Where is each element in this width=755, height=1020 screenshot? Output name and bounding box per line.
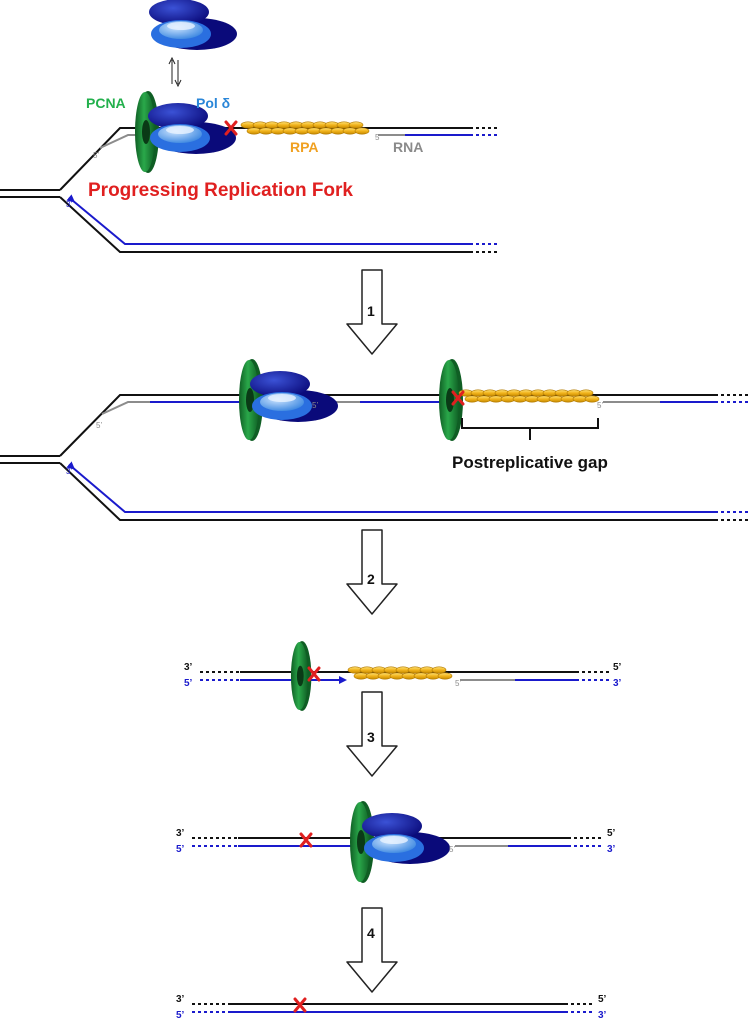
rpa-subunit bbox=[348, 121, 364, 129]
step-1-number: 1 bbox=[367, 303, 375, 319]
five-prime-end: 5’ bbox=[375, 133, 381, 142]
three-prime-end: 3’ bbox=[176, 828, 185, 839]
free-polymerase-icon bbox=[149, 0, 237, 50]
panel-fork: PCNA Pol δ RPA RNA Progressing Replicati… bbox=[0, 0, 500, 253]
five-prime-end: 5’ bbox=[96, 421, 102, 430]
gap-label: Postreplicative gap bbox=[452, 453, 608, 472]
gap-bracket-icon bbox=[461, 418, 599, 440]
five-prime-end: 5’ bbox=[597, 401, 603, 410]
five-prime-end: 5’ bbox=[607, 828, 616, 839]
pcna-icon bbox=[290, 641, 312, 711]
rpa-subunit bbox=[431, 666, 447, 674]
rna-label: RNA bbox=[393, 139, 423, 155]
rpa-subunit bbox=[578, 389, 594, 397]
step-3-number: 3 bbox=[367, 729, 375, 745]
equilibrium-arrows-icon bbox=[168, 56, 182, 88]
three-prime-end: 3’ bbox=[613, 678, 622, 689]
rpa-filament-icon bbox=[347, 666, 453, 680]
five-prime-end: 5’ bbox=[93, 151, 99, 160]
rpa-subunit bbox=[437, 672, 453, 680]
lesion-x-icon bbox=[299, 832, 313, 848]
five-prime-end: 5’ bbox=[598, 994, 607, 1005]
polymerase-icon bbox=[250, 371, 338, 422]
rpa-filament-icon bbox=[240, 121, 370, 135]
step-4-number: 4 bbox=[367, 925, 375, 941]
five-prime-end: 5’ bbox=[176, 1010, 185, 1020]
panel-fill: 3’ 5’ 5’ 3’ 5’ bbox=[176, 801, 616, 883]
step-2-number: 2 bbox=[367, 571, 375, 587]
three-prime-end: 3’ bbox=[607, 844, 616, 855]
rpa-filament-icon bbox=[458, 389, 600, 403]
five-prime-end: 5’ bbox=[449, 845, 455, 854]
fork-title: Progressing Replication Fork bbox=[88, 180, 353, 201]
three-prime-end: 3’ bbox=[598, 1010, 607, 1020]
five-prime-end: 5’ bbox=[312, 401, 318, 410]
step-4-arrow-icon bbox=[346, 907, 398, 993]
leading-template-strand bbox=[59, 196, 470, 253]
pcna-label: PCNA bbox=[86, 95, 126, 111]
five-prime-end: 5’ bbox=[184, 678, 193, 689]
three-prime-end: 3’ bbox=[66, 200, 72, 209]
panel-filled: 3’ 5’ 5’ 3’ bbox=[176, 994, 607, 1020]
three-prime-end: 3’ bbox=[184, 662, 193, 673]
panel-gap: Postreplicative gap 5’ 5’ 5’ 3’ bbox=[0, 359, 750, 521]
rpa-subunit bbox=[354, 127, 370, 135]
parental-duplex bbox=[0, 189, 60, 198]
leading-nascent-strand bbox=[66, 194, 470, 245]
five-prime-end: 5’ bbox=[455, 679, 461, 688]
rpa-label: RPA bbox=[290, 139, 319, 155]
panel-lesion: 3’ 5’ 5’ 3’ 5’ bbox=[184, 641, 622, 711]
five-prime-end: 5’ bbox=[176, 844, 185, 855]
polymerase-icon bbox=[362, 813, 450, 864]
three-prime-end: 3’ bbox=[66, 467, 72, 476]
pol-delta-label: Pol δ bbox=[196, 95, 230, 111]
five-prime-end: 5’ bbox=[613, 662, 622, 673]
three-prime-end: 3’ bbox=[176, 994, 185, 1005]
